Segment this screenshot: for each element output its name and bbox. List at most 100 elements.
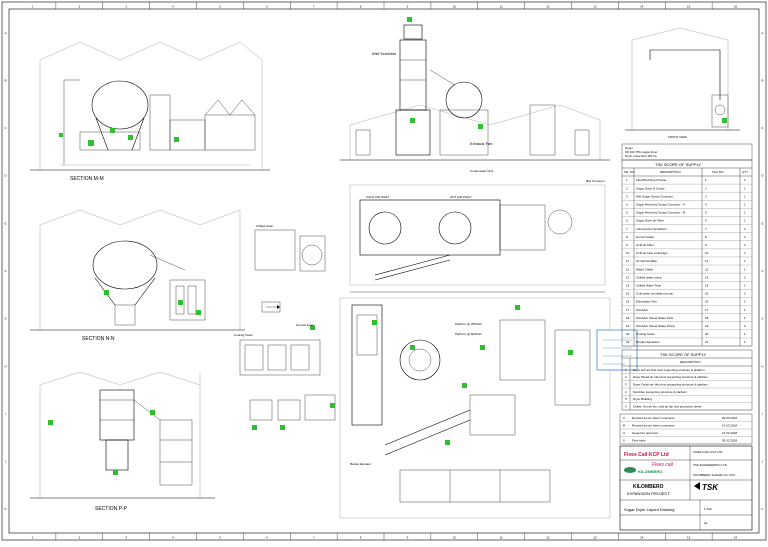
revision-letter: 0 [623, 438, 625, 442]
tsk-row-srno: 2 [626, 186, 628, 190]
row-letter-left: C [4, 126, 7, 130]
tsk-row-qty: 1 [744, 243, 746, 247]
tsk-row-srno: 14 [626, 283, 630, 287]
column-number-top: 5 [219, 5, 221, 9]
revision-letter: C [623, 416, 626, 420]
notes-line-1: Fill 100 TPH sugar dryer [625, 150, 657, 154]
other-row-desc: Dryer Hot air inlet duct supporting stru… [633, 368, 705, 372]
dryer-plan-view: COLD AIR INLET HOT AIR INLET Chilled wat… [254, 179, 606, 293]
column-number-bottom: 11 [500, 536, 503, 540]
company-name: Fives Cail-KCP Ltd [624, 452, 669, 458]
tsk-row-qty: 2 [744, 324, 746, 328]
other-row-number: 1 [625, 368, 627, 372]
row-letter-right: I [762, 412, 763, 416]
tsk-row-tag: 6 [705, 219, 707, 223]
tsk-row-tag: 15 [705, 292, 709, 296]
tsk-row-srno: 11 [626, 259, 629, 263]
row-letter-left: A [4, 31, 6, 35]
tsk-row-desc: Water Chiller [636, 267, 653, 271]
notes-block: Notes Fill 100 TPH sugar dryer Dryer mas… [621, 143, 753, 161]
tsk-row-desc: Chilled water pump [636, 275, 662, 279]
column-number-top: 9 [407, 5, 409, 9]
side-line-2: TSK ENGINEERING LTD [693, 463, 728, 467]
row-letter-left: H [4, 364, 6, 368]
side-line-3: KILOMBERO SUGAR CO. LTD. [693, 473, 736, 477]
tsk-row-srno: 16 [626, 300, 630, 304]
ground-level-label: Ground level [296, 323, 313, 327]
column-number-top: 15 [687, 5, 691, 9]
front-view-label: FRONT VIEW [668, 135, 687, 139]
row-letter-left: I [5, 412, 6, 416]
column-number-top: 3 [125, 5, 127, 9]
tsk-row-srno: 1 [626, 178, 628, 182]
tsk-row-srno: 13 [626, 275, 630, 279]
tsk-row-desc: Scrubber [636, 308, 648, 312]
tsk-col-srno: SR. NO. [624, 170, 635, 174]
tsk-row-desc: Induced fan (Scrubber) [636, 227, 667, 231]
section-p-p-drawing: SECTION P-P [30, 371, 215, 512]
other-row-desc: Dryer Outlet air inlet duct supporting s… [633, 383, 709, 387]
row-letter-right: G [761, 317, 764, 321]
tsk-row-desc: Sugar Dryer air Filter [636, 219, 664, 223]
tsk-scope-title: TSK SCOPE OF SUPPLY [655, 162, 701, 167]
drawing-title: Sugar Dryer Layout Drawing [624, 507, 674, 512]
tsk-row-desc: Droplet Separator [636, 340, 660, 344]
other-row-desc: Dryer Mixed air inlet duct supporting st… [633, 375, 709, 379]
tsk-row-qty: 2 [744, 292, 746, 296]
column-number-top: 12 [546, 5, 550, 9]
other-row-number: 3 [625, 383, 627, 387]
column-number-bottom: 13 [593, 536, 597, 540]
tsk-row-qty: 1 [744, 251, 746, 255]
section-p-p-label: SECTION P-P [95, 506, 128, 512]
column-number-top: 8 [360, 5, 362, 9]
tsk-row-tag: 9 [705, 243, 707, 247]
tsk-col-desc: DESCRIPTION [660, 170, 681, 174]
north-arrow [261, 301, 281, 313]
scale-value: 1:100 [704, 507, 712, 511]
tsk-row-desc: Chilled Water Tank [636, 283, 662, 287]
other-row-number: 5 [625, 397, 627, 401]
column-number-top: 2 [78, 5, 80, 9]
tsk-row-tag: 5 [705, 211, 707, 215]
tsk-row-srno: 10 [626, 251, 630, 255]
tsk-row-qty: 2 [744, 275, 746, 279]
tsk-row-desc: Wet Sugar Screw Conveyor [636, 194, 673, 198]
revision-date: 10.03.2018 [722, 423, 737, 427]
tsk-row-qty: 1 [744, 267, 746, 271]
row-letter-right: E [761, 221, 763, 225]
column-number-top: 14 [640, 5, 644, 9]
column-number-bottom: 6 [266, 536, 268, 540]
tsk-row-desc: Cooling Tower [636, 332, 655, 336]
tsk-row-desc: Sugar Recovery Screw Conveyor - B [636, 211, 685, 215]
tsk-row-srno: 15 [626, 292, 630, 296]
side-line-1: FIVES CAIL-KCP LTD [693, 450, 723, 454]
tsk-row-qty: 1 [744, 194, 746, 198]
tsk-row-qty: 1 [744, 235, 746, 239]
row-letter-left: B [4, 78, 6, 82]
tsk-row-tag: 8 [705, 235, 707, 239]
revision-description: Revised as per client comments [632, 416, 675, 420]
plant-plan-layout: Platform @ 4500 EL Platform @ 6000 EL Bu… [339, 297, 611, 519]
tsk-scope-table: TSK SCOPE OF SUPPLY SR. NO. DESCRIPTION … [621, 159, 753, 347]
row-letter-right: J [762, 460, 764, 464]
column-number-bottom: 10 [453, 536, 457, 540]
title-block: Fives Cail-KCP Ltd Fives cail KILOMBERO … [619, 445, 753, 531]
section-n-n-label: SECTION N-N [82, 336, 115, 342]
tsk-row-tag: 17 [705, 308, 709, 312]
tsk-brand-text: TSK [702, 483, 719, 492]
tsk-row-tag: 1 [705, 178, 707, 182]
section-n-n-drawing: SECTION N-N [30, 209, 245, 342]
row-letter-right: C [761, 126, 764, 130]
other-scope-title: TSK SCOPE OF SUPPLY [660, 352, 706, 357]
revision-date: 05.02.2018 [722, 438, 737, 442]
row-letter-right: K [761, 507, 763, 511]
tsk-row-srno: 17 [626, 308, 630, 312]
column-number-top: 6 [266, 5, 268, 9]
hot-air-inlet-label: HOT AIR INLET [450, 195, 471, 199]
row-letter-left: K [4, 507, 6, 511]
tsk-col-qty: QTY. [742, 170, 749, 174]
column-number-top: 4 [172, 5, 174, 9]
tsk-row-desc: Air Dehumidifier [636, 259, 657, 263]
column-number-bottom: 1 [32, 536, 34, 540]
